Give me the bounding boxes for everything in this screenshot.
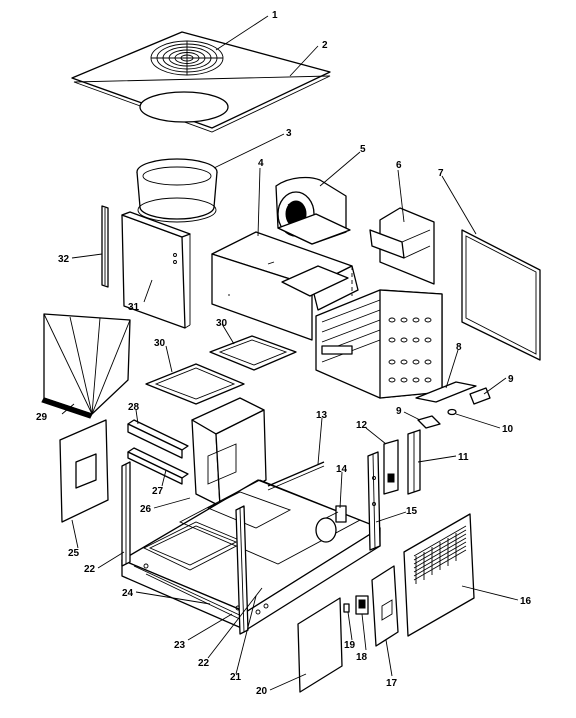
callout-5: 5: [360, 144, 366, 155]
callout-10: 10: [502, 424, 514, 435]
heat-exchanger: [311, 266, 443, 399]
callout-32: 32: [58, 254, 70, 265]
callout-22a: 22: [84, 564, 96, 575]
callout-29: 29: [36, 412, 48, 423]
control-panel: [371, 565, 399, 647]
left-access-panel: [59, 419, 109, 523]
leader-lines: [61, 15, 519, 691]
cabinet-base: [121, 479, 381, 631]
callout-labels: 1 2 3 4 5 6 7 8 9 9 10 11 12 13 14 15 16…: [36, 10, 532, 697]
callout-26: 26: [140, 504, 152, 515]
filter-upper: [209, 335, 297, 371]
callout-24: 24: [122, 588, 134, 599]
callout-1: 1: [272, 10, 278, 21]
callout-6: 6: [396, 160, 402, 171]
callout-20: 20: [256, 686, 268, 697]
side-panel: [121, 211, 191, 329]
mounting-clip-small: [417, 415, 441, 429]
callout-8: 8: [456, 342, 462, 353]
baffle-plate: [415, 381, 477, 403]
channel-bracket-lower: [127, 447, 189, 485]
callout-13: 13: [316, 410, 328, 421]
inducer-motor: [315, 505, 347, 543]
callout-30a: 30: [216, 318, 228, 329]
blower-housing: [211, 231, 359, 341]
callout-15: 15: [406, 506, 418, 517]
callout-16: 16: [520, 596, 532, 607]
blower-wheel: [275, 176, 351, 245]
callout-2: 2: [322, 40, 328, 51]
filter-lower: [145, 363, 245, 405]
evaporator-coil: [41, 313, 131, 419]
callout-4: 4: [258, 158, 264, 169]
callout-22b: 22: [198, 658, 210, 669]
callout-19: 19: [344, 640, 356, 651]
top-cover-panel: [71, 31, 331, 133]
callout-31: 31: [128, 302, 140, 313]
access-door: [461, 229, 541, 361]
callout-21: 21: [230, 672, 242, 683]
callout-30b: 30: [154, 338, 166, 349]
corner-post-left: [121, 461, 131, 567]
callout-7: 7: [438, 168, 444, 179]
corner-bracket: [101, 205, 109, 288]
fan-guard: [150, 40, 224, 76]
door-switch-bracket: [383, 439, 399, 495]
callout-12: 12: [356, 420, 368, 431]
callout-27: 27: [152, 486, 164, 497]
channel-bracket-upper: [127, 419, 189, 459]
support-rod: [267, 461, 325, 491]
callout-17: 17: [386, 678, 398, 689]
vertical-rail: [407, 429, 421, 495]
callout-11: 11: [458, 452, 469, 463]
mounting-clip: [469, 387, 491, 405]
callout-3: 3: [286, 128, 292, 139]
callout-14: 14: [336, 464, 348, 475]
callout-9a: 9: [508, 374, 514, 385]
corner-post-front: [235, 505, 249, 635]
limit-switch: [355, 595, 369, 615]
callout-9b: 9: [396, 406, 402, 417]
orifice-ring: [136, 158, 218, 223]
plug: [343, 603, 350, 613]
louvered-door: [403, 513, 475, 637]
callout-25: 25: [68, 548, 80, 559]
slide-bracket: [369, 207, 435, 285]
screw: [447, 408, 457, 416]
corner-post-right: [367, 451, 381, 551]
callout-18: 18: [356, 652, 368, 663]
callout-28: 28: [128, 402, 140, 413]
lower-front-panel: [297, 597, 343, 693]
callout-23: 23: [174, 640, 186, 651]
